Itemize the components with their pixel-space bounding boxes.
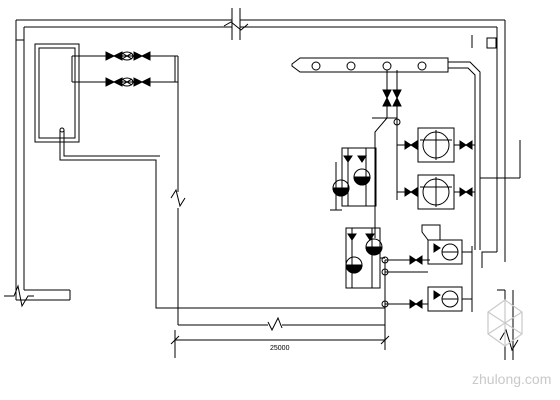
building-outline — [4, 8, 506, 308]
small-pump-upper — [381, 224, 463, 276]
central-riser — [372, 70, 402, 238]
header-manifold — [291, 57, 481, 250]
electrical-cabinet — [34, 43, 80, 143]
watermark-text: zhulong.com — [472, 371, 551, 387]
pump-unit-2 — [397, 174, 475, 210]
riser-valve-1 — [382, 89, 402, 107]
vessel-group-lower — [345, 227, 385, 289]
small-pump-lower — [381, 246, 473, 312]
dimension-line — [170, 330, 390, 358]
watermark — [487, 299, 523, 347]
wall-break-top — [223, 8, 249, 40]
main-pipes — [59, 82, 386, 332]
inlet-valve-station — [71, 51, 179, 87]
gate-valve-2 — [133, 51, 151, 61]
gate-valve-3 — [105, 77, 123, 87]
gate-valve-1 — [105, 51, 123, 61]
vessel-group-upper — [330, 147, 377, 211]
filter-strainer-1 — [120, 51, 134, 61]
gate-valve-4 — [133, 77, 151, 87]
filter-strainer-2 — [120, 77, 134, 87]
pump-unit-1 — [397, 127, 475, 163]
dimension-label: 25000 — [270, 345, 290, 352]
